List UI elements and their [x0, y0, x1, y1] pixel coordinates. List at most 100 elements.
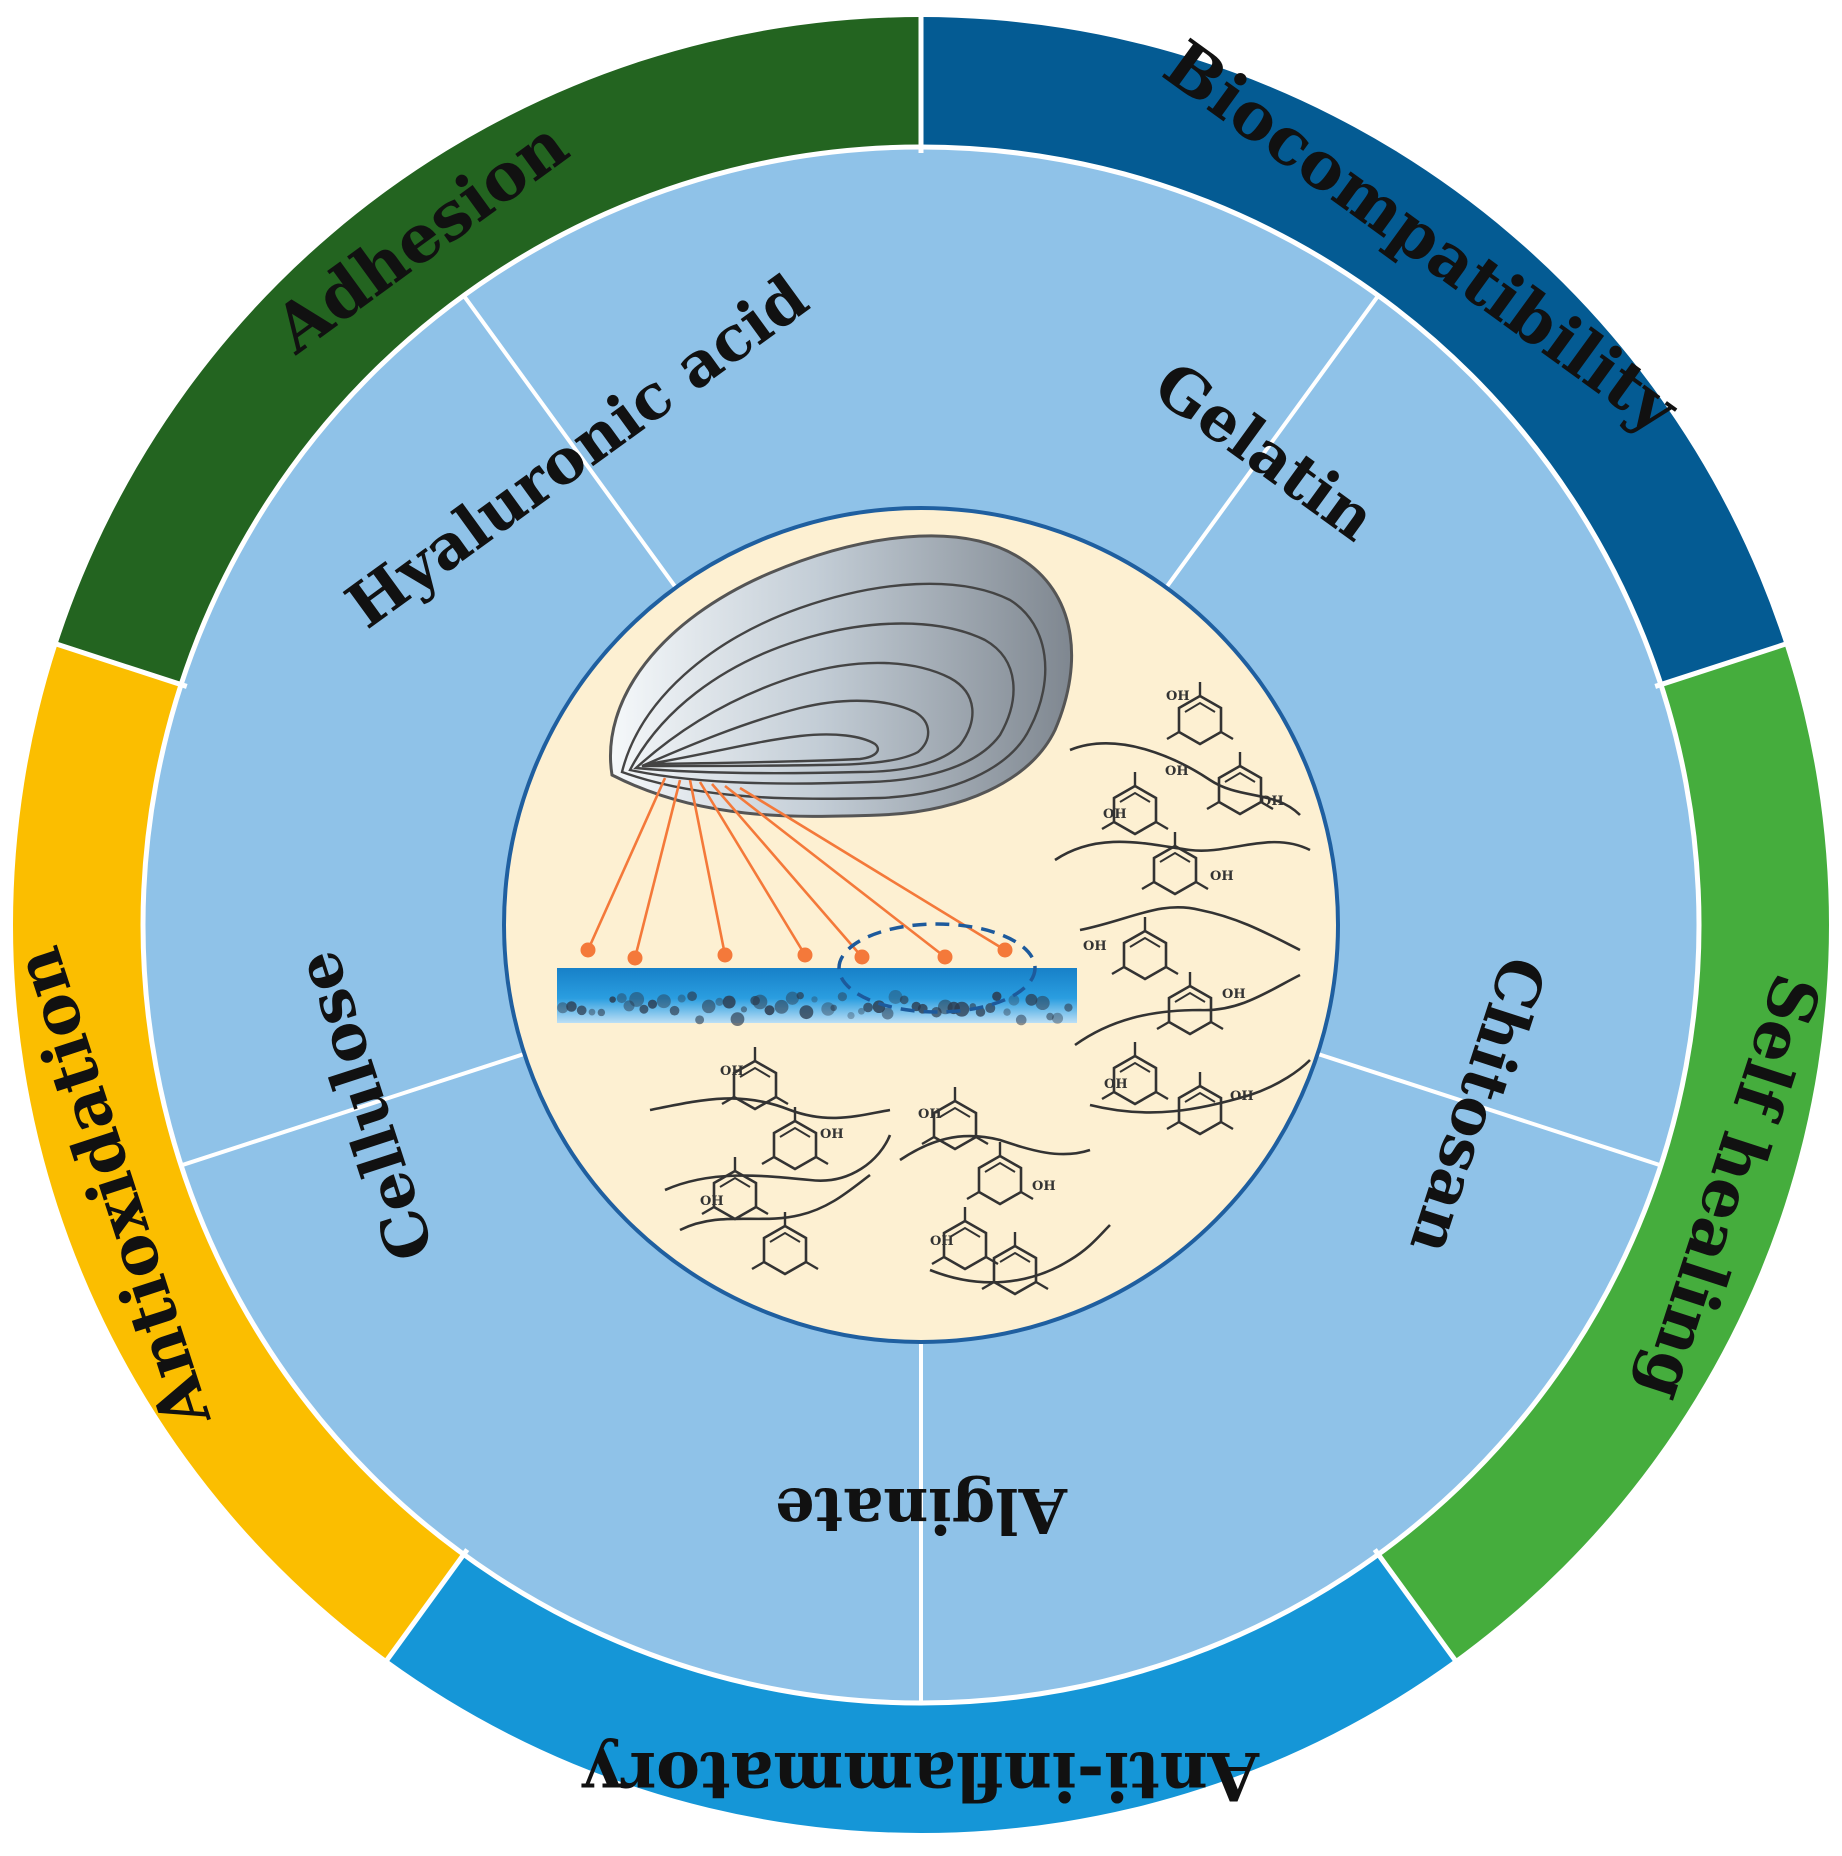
- surface-particle: [1015, 1014, 1027, 1026]
- mussel-shell-icon: [609, 534, 1073, 818]
- surface-particle: [881, 1007, 894, 1020]
- ring-boundary: [140, 144, 1702, 1706]
- surface-particle: [785, 991, 799, 1005]
- byssal-threads: [580, 777, 1013, 966]
- oh-label: OH: [918, 1107, 942, 1122]
- surface-particle: [1064, 1003, 1073, 1012]
- inner-divider: [1316, 1051, 1662, 1168]
- surface-particle: [858, 1007, 865, 1015]
- outer-divider: [384, 1548, 470, 1663]
- adhesive-plaque: [797, 947, 813, 963]
- surface-particle: [623, 1000, 635, 1012]
- surface-particle: [1035, 995, 1050, 1011]
- outer-divider: [1654, 641, 1788, 689]
- oh-label: OH: [820, 1127, 844, 1142]
- byssal-thread: [698, 781, 807, 956]
- oh-label: OH: [1103, 807, 1127, 822]
- property-sector-antioxidation: [57, 16, 922, 685]
- surface-particle: [669, 1005, 680, 1016]
- oh-label: OH: [1104, 1077, 1128, 1092]
- property-ring: [13, 16, 1829, 1833]
- sector-dividers: [54, 15, 1788, 1706]
- surface-particle: [677, 994, 686, 1003]
- property-sector-self-healing: [387, 1554, 1455, 1833]
- inner-divider: [180, 1051, 526, 1168]
- surface-particle: [715, 997, 724, 1006]
- polymer-ring: [143, 147, 1699, 1703]
- polymer-sector-chitosan: [921, 1053, 1661, 1703]
- byssal-thread: [688, 779, 727, 956]
- surface-particle: [1003, 1008, 1011, 1016]
- surface-particle: [1046, 1012, 1054, 1021]
- surface-particle: [576, 1005, 587, 1016]
- substrate-surface: [557, 968, 1077, 1026]
- surface-particle: [566, 1001, 577, 1012]
- adhesive-plaque: [937, 949, 953, 965]
- inner-divider: [1164, 294, 1380, 589]
- surface-particle: [954, 1001, 970, 1017]
- surface-particle: [1025, 993, 1038, 1006]
- surface-particle: [837, 992, 847, 1002]
- surface-particle: [722, 995, 736, 1009]
- surface-particles: [557, 990, 1073, 1026]
- property-sector-anti-inflammatory: [13, 644, 464, 1660]
- oh-label: OH: [700, 1194, 724, 1209]
- oh-label: OH: [1083, 939, 1107, 954]
- surface-particle: [740, 1006, 748, 1013]
- adhesive-plaque: [580, 942, 596, 958]
- surface-particle: [799, 1005, 814, 1020]
- oh-label: OH: [1166, 689, 1190, 704]
- surface-particle: [730, 1012, 745, 1026]
- oh-label: OH: [1230, 1089, 1254, 1104]
- interface-highlight-ellipse: [837, 922, 1037, 1014]
- surface-particle: [863, 1002, 873, 1013]
- surface-particle: [639, 1004, 649, 1014]
- polymer-sector-alginate: [181, 1053, 922, 1703]
- surface-particle: [557, 1002, 569, 1014]
- byssal-thread: [724, 784, 946, 959]
- surface-particle: [992, 991, 1002, 1002]
- catechol-polymer-network: OH OH OH OH OH OH OH OH OH OH OH OH OH O…: [649, 680, 1311, 1296]
- adhesive-plaque: [854, 949, 870, 965]
- inner-divider: [462, 294, 678, 589]
- surface-particle: [609, 996, 616, 1003]
- hydroxyl-labels: OH OH OH OH OH OH OH OH OH OH OH OH OH O…: [700, 689, 1284, 1249]
- oh-label: OH: [720, 1064, 744, 1079]
- surface-particle: [687, 991, 697, 1002]
- property-sector-biocompatibility: [1378, 644, 1829, 1660]
- oh-label: OH: [1222, 987, 1246, 1002]
- oh-label: OH: [930, 1234, 954, 1249]
- property-label-anti-inflammatory: Anti-inflammatory: [581, 1737, 1260, 1815]
- surface-particle: [774, 999, 789, 1014]
- surface-particle: [588, 1008, 596, 1016]
- byssal-thread: [586, 777, 667, 951]
- surface-particle: [1008, 994, 1020, 1006]
- polymer-chains: [649, 742, 1311, 1284]
- oh-label: OH: [1032, 1179, 1056, 1194]
- surface-particle: [796, 991, 804, 1000]
- adhesive-plaque: [997, 942, 1013, 958]
- surface-particle: [629, 991, 645, 1007]
- polymer-sector-gelatin: [1166, 295, 1699, 1166]
- outer-divider: [54, 641, 188, 689]
- surface-particle: [847, 1011, 855, 1020]
- polymer-sector-cellulose: [143, 295, 676, 1166]
- polymer-label-alginate: Alginate: [775, 1474, 1068, 1547]
- byssal-thread: [633, 779, 682, 959]
- oh-label: OH: [1260, 794, 1284, 809]
- surface-particle: [752, 994, 768, 1010]
- oh-label: OH: [1165, 764, 1189, 779]
- polymer-sector-hyaluronic-acid: [463, 147, 1379, 588]
- oh-label: OH: [1210, 869, 1234, 884]
- surface-particle: [701, 999, 716, 1014]
- surface-particle: [1051, 1012, 1064, 1024]
- surface-particle: [597, 1008, 606, 1017]
- adhesive-plaque: [717, 947, 733, 963]
- surface-particle: [656, 994, 671, 1009]
- surface-particle: [830, 1004, 837, 1012]
- surface-particle: [811, 996, 818, 1003]
- surface-particle: [888, 990, 903, 1004]
- byssal-thread: [739, 786, 1006, 952]
- surface-particle: [616, 993, 627, 1004]
